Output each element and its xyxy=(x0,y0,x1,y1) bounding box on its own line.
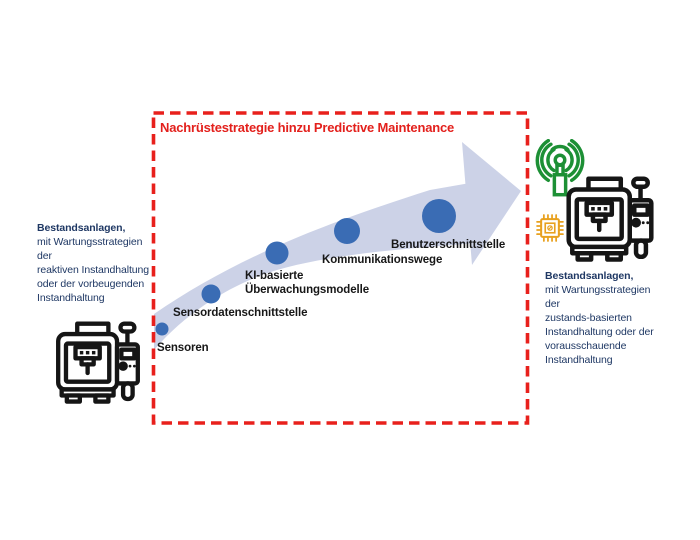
right-description-line: Instandhaltung xyxy=(545,354,613,366)
right-description-line: mit Wartungsstrategien der xyxy=(545,284,651,310)
antenna-signal-icon xyxy=(535,139,585,197)
step-label-ki-ueberwachungsmodelle: KI-basierte Überwachungsmodelle xyxy=(245,270,369,296)
left-description-line: oder der vorbeugenden xyxy=(37,278,145,290)
left-description-block: Bestandsanlagen, mit Wartungsstrategien … xyxy=(37,221,157,305)
left-description-line: mit Wartungsstrategien der xyxy=(37,236,143,262)
step-label-benutzerschnittstelle: Benutzerschnittstelle xyxy=(391,239,506,251)
right-description-block: Bestandsanlagen, mit Wartungsstrategien … xyxy=(545,269,667,367)
strategy-title: Nachrüstestrategie hinzu Predictive Main… xyxy=(160,120,455,135)
step-circle-ki-ueberwachungsmodelle xyxy=(265,241,289,265)
growth-arrow-body xyxy=(154,183,476,350)
step-circle-sensoren xyxy=(155,322,169,336)
left-description-heading: Bestandsanlagen, xyxy=(37,222,126,234)
left-description-line: reaktiven Instandhaltung xyxy=(37,264,150,276)
step-label-sensoren: Sensoren xyxy=(157,342,209,354)
left-description-line: Instandhaltung xyxy=(37,292,105,304)
right-description-line: zustands-basierten xyxy=(545,312,632,324)
right-description-heading: Bestandsanlagen, xyxy=(545,270,634,282)
step-circle-kommunikationswege xyxy=(334,218,360,244)
right-description-line: Instandhaltung oder der xyxy=(545,326,654,338)
step-label-sensordatenschnittstelle: Sensordatenschnittstelle xyxy=(173,307,308,319)
growth-arrow-head xyxy=(462,142,521,265)
machine-icon-legacy xyxy=(53,321,143,406)
strategy-dashed-frame xyxy=(151,111,530,425)
step-label-kommunikationswege: Kommunikationswege xyxy=(322,254,443,266)
step-circle-benutzerschnittstelle xyxy=(422,199,456,233)
right-description-line: vorausschauende xyxy=(545,340,627,352)
chip-icon xyxy=(536,214,564,242)
machine-icon-retrofitted xyxy=(563,176,657,264)
step-circle-sensordatenschnittstelle xyxy=(201,284,221,304)
